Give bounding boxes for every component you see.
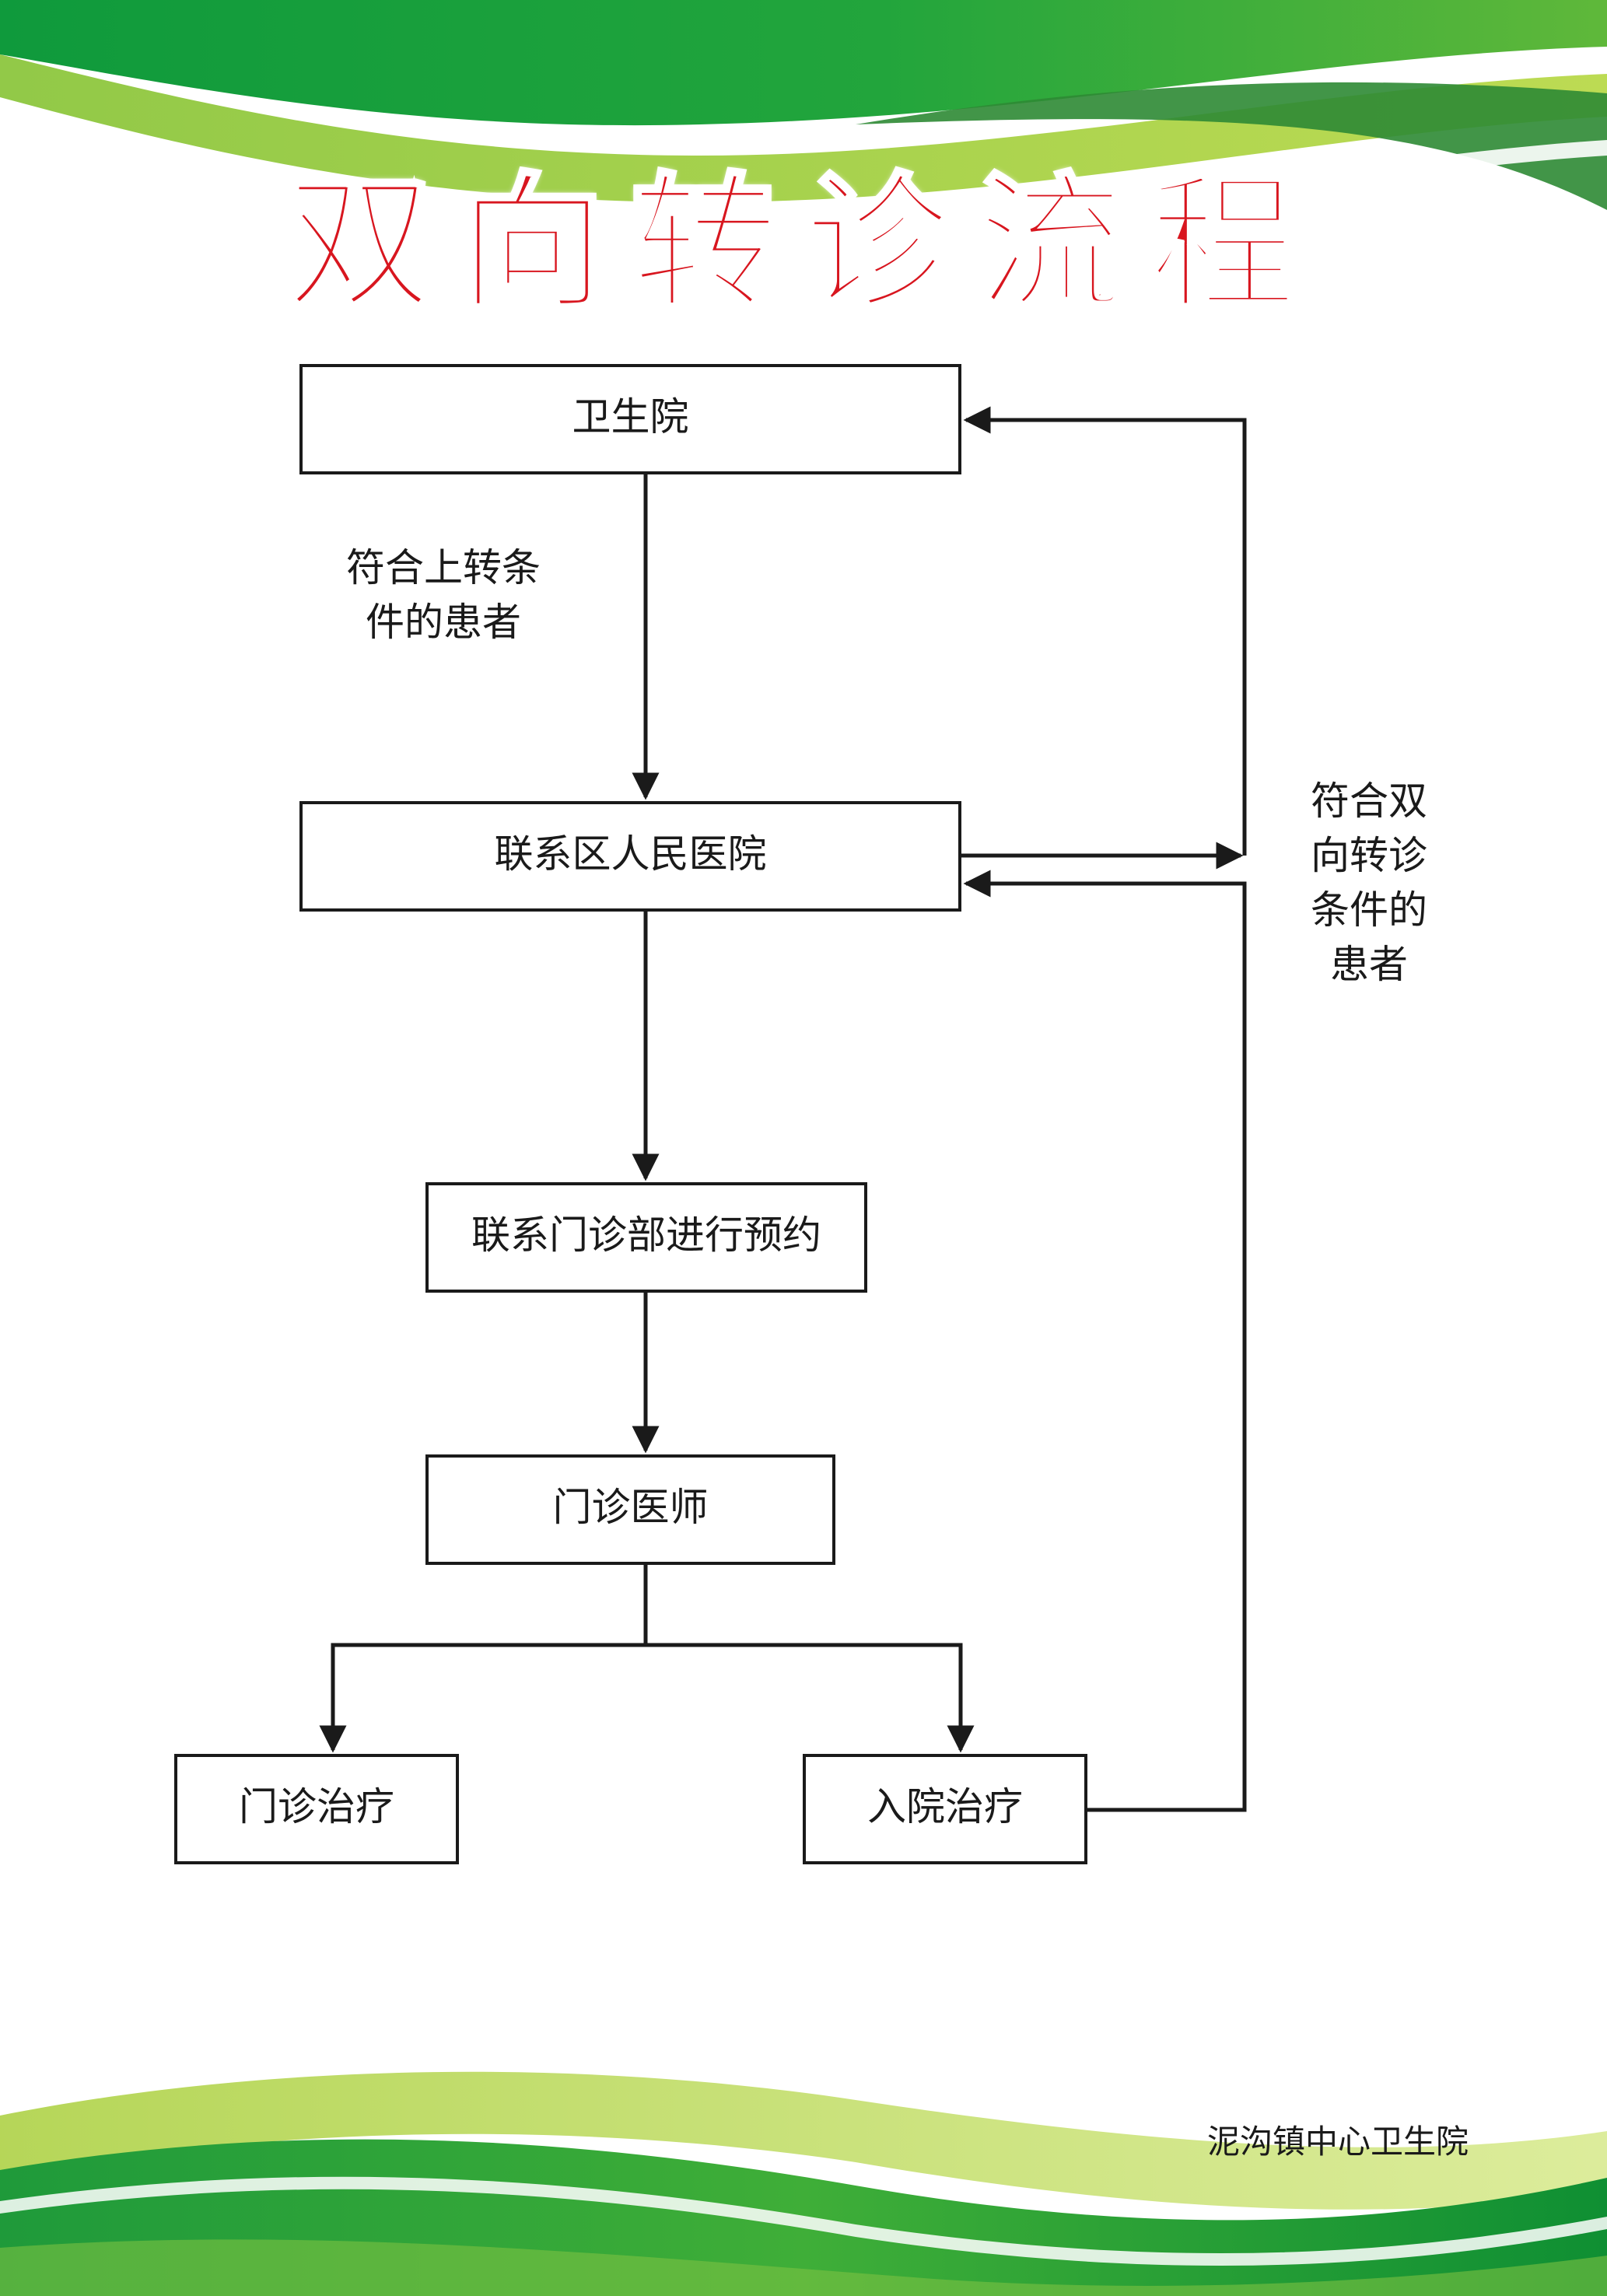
arrow-inpatient-to-district-hospital	[963, 870, 1247, 1812]
node-health-center: 卫生院	[299, 364, 961, 474]
node-outpatient-booking: 联系门诊部进行预约	[425, 1182, 867, 1293]
node-outpatient-doctor: 门诊医师	[425, 1454, 835, 1565]
label-two-way-line3: 条件的	[1311, 887, 1427, 933]
label-two-way-referral: 符合双 向转诊 条件的 患者	[1276, 774, 1462, 992]
node-district-hospital: 联系区人民医院	[299, 801, 961, 912]
node-outpatient-booking-label: 联系门诊部进行预约	[471, 1213, 821, 1258]
arrow-doctor-to-outpatient-treatment	[319, 1643, 646, 1753]
node-outpatient-doctor-label: 门诊医师	[552, 1485, 709, 1530]
node-inpatient-treatment: 入院治疗	[803, 1754, 1087, 1864]
label-two-way-line2: 向转诊	[1311, 833, 1427, 878]
top-dark-swoosh	[856, 82, 1607, 210]
arrow-doctor-to-inpatient-treatment	[646, 1643, 975, 1753]
bottom-light-swoosh	[0, 2071, 1607, 2210]
top-light-swoosh	[0, 54, 1607, 202]
node-health-center-label: 卫生院	[572, 394, 689, 439]
node-outpatient-treatment: 门诊治疗	[174, 1754, 459, 1864]
label-upward-referral: 符合上转条 件的患者	[311, 541, 576, 649]
bottom-white-curve	[0, 2176, 1607, 2266]
top-white-curve	[0, 132, 1607, 243]
label-upward-line2: 件的患者	[366, 600, 521, 645]
top-green-band	[0, 0, 1607, 126]
label-two-way-line4: 患者	[1330, 942, 1408, 987]
node-inpatient-treatment-label: 入院治疗	[867, 1784, 1023, 1829]
node-district-hospital-label: 联系区人民医院	[494, 831, 767, 877]
node-outpatient-treatment-label: 门诊治疗	[239, 1784, 394, 1829]
page-title: 双向转诊流程	[283, 157, 1322, 333]
label-two-way-line1: 符合双	[1311, 779, 1427, 824]
bottom-light-stripe	[0, 2239, 1607, 2296]
label-upward-line1: 符合上转条	[346, 545, 541, 590]
footer-institution: 泥沟镇中心卫生院	[1206, 2123, 1469, 2161]
arrow-right-to-health-center	[963, 406, 1247, 856]
